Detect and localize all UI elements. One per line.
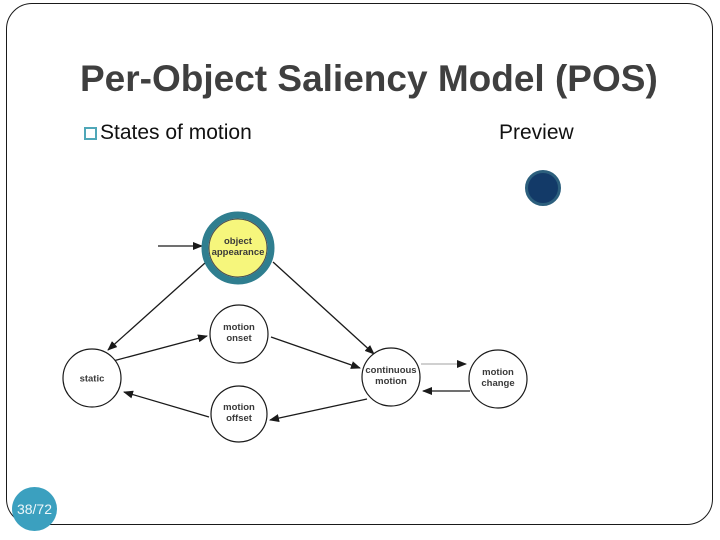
highlight-ring <box>201 211 275 285</box>
page-number-label: 38/72 <box>16 501 53 517</box>
preview-label: Preview <box>499 121 574 144</box>
node-circle <box>209 304 269 364</box>
edge-object-appearance-to-static <box>107 262 206 351</box>
edge-continuous-motion-to-motion-offset <box>269 398 368 423</box>
edge-object-appearance-to-continuous-motion <box>272 261 375 355</box>
node-static: static <box>62 348 122 408</box>
bullet-label: States of motion <box>100 121 252 144</box>
edge-static-to-motion-onset <box>112 334 208 362</box>
preview-dot <box>525 170 561 206</box>
node-circle <box>468 349 528 409</box>
node-circle <box>208 218 268 278</box>
bullet-item-states-of-motion: States of motion <box>84 121 252 145</box>
node-circle <box>210 385 268 443</box>
slide-frame <box>6 3 713 525</box>
node-circle <box>62 348 122 408</box>
slide-title: Per-Object Saliency Model (POS) <box>80 58 658 99</box>
node-label: static <box>80 374 105 385</box>
edge-motion-onset-to-continuous-motion <box>270 336 361 369</box>
page-number-badge: 38/72 <box>12 487 57 531</box>
node-circle <box>361 347 421 407</box>
square-bullet-icon <box>84 126 97 140</box>
diagram-edges <box>107 242 470 423</box>
edge-motion-offset-to-static <box>123 390 210 418</box>
